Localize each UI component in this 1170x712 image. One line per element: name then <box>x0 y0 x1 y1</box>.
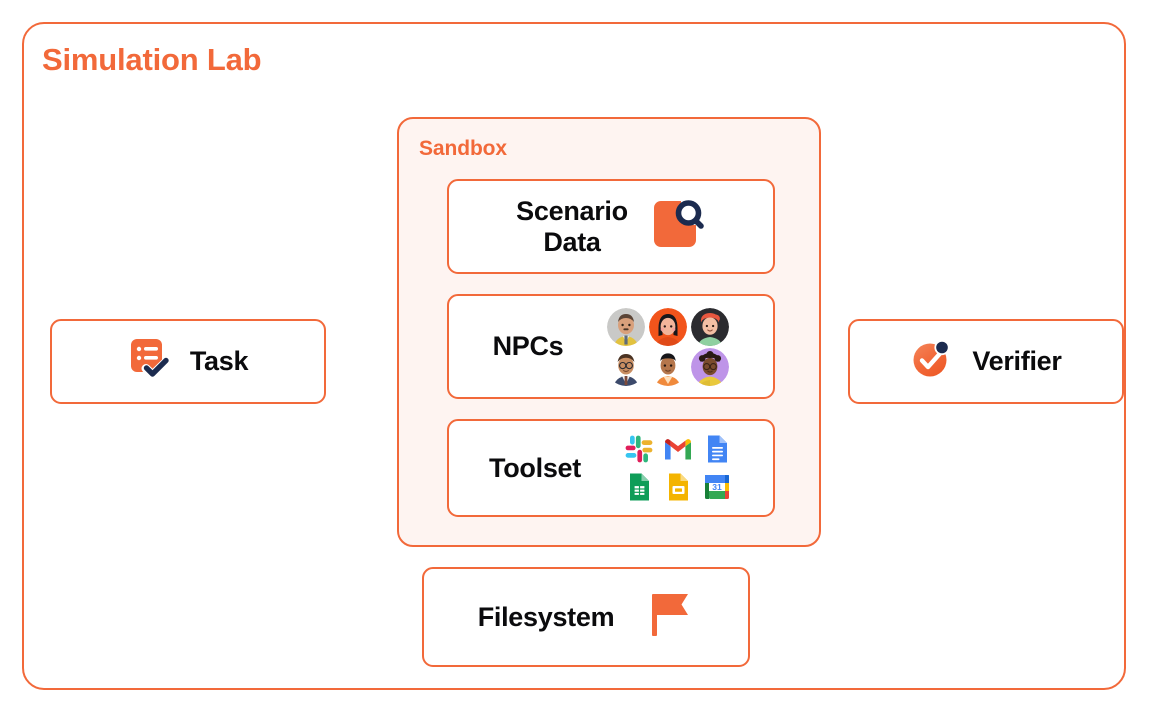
simulation-lab-frame: Simulation Lab Task <box>22 22 1126 690</box>
sandbox-title: Sandbox <box>419 137 507 160</box>
task-checklist-icon <box>128 337 172 386</box>
npc-avatar-1 <box>607 307 646 346</box>
toolset-app-icon-grid: 31 <box>623 433 733 503</box>
npc-avatar-2 <box>649 307 688 346</box>
toolset-label: Toolset <box>489 452 581 483</box>
scenario-data-card[interactable]: Scenario Data <box>447 179 775 274</box>
calendar-day-number: 31 <box>712 482 722 492</box>
npcs-label: NPCs <box>492 331 564 362</box>
document-search-icon <box>650 196 706 257</box>
page-title: Simulation Lab <box>42 42 262 77</box>
google-sheets-icon <box>623 471 655 503</box>
slack-icon <box>623 433 655 465</box>
flag-icon <box>648 590 694 645</box>
scenario-data-label: Scenario Data <box>516 195 628 257</box>
npc-avatar-grid <box>607 307 730 386</box>
gmail-icon <box>662 433 694 465</box>
verified-check-icon <box>910 337 954 386</box>
npc-avatar-4 <box>607 347 646 386</box>
npc-avatar-3 <box>691 307 730 346</box>
task-card-label: Task <box>189 346 249 377</box>
sandbox-container: Sandbox Scenario Data NPCs <box>397 117 821 547</box>
google-docs-icon <box>701 433 733 465</box>
google-calendar-icon: 31 <box>701 471 733 503</box>
filesystem-card[interactable]: Filesystem <box>422 567 750 667</box>
google-slides-icon <box>662 471 694 503</box>
task-card[interactable]: Task <box>50 319 326 404</box>
filesystem-label: Filesystem <box>477 601 615 632</box>
verifier-card[interactable]: Verifier <box>848 319 1124 404</box>
verifier-card-label: Verifier <box>972 346 1062 377</box>
npcs-card[interactable]: NPCs <box>447 294 775 399</box>
npc-avatar-5 <box>649 347 688 386</box>
npc-avatar-6 <box>691 347 730 386</box>
toolset-card[interactable]: Toolset <box>447 419 775 517</box>
